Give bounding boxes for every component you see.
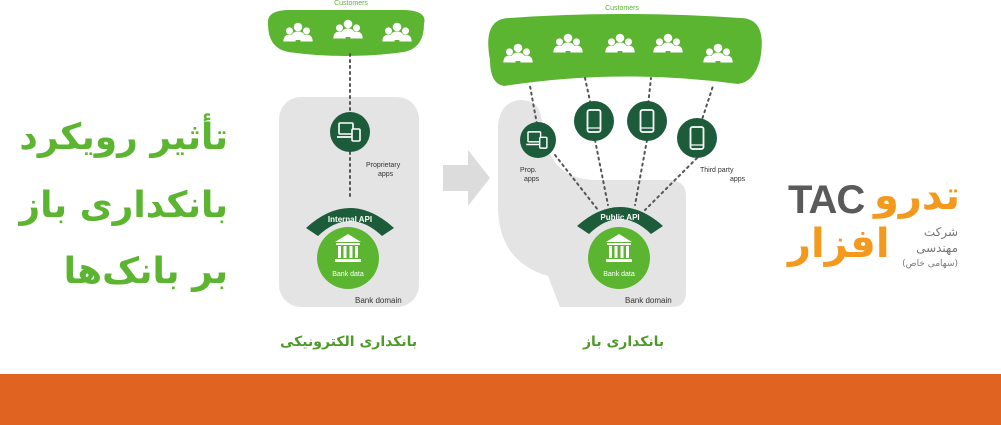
right-customers-label: Customers	[605, 5, 639, 12]
logo-persian-top: تدرو	[873, 173, 960, 219]
title-line-2: بانکداری باز	[19, 185, 228, 226]
title-line-1: تأثیر رویکرد	[19, 117, 228, 158]
prop-apps-label: Prop.	[520, 167, 537, 174]
logo-persian-bottom: افزار	[788, 221, 890, 267]
right-bank-data-label: Bank data	[603, 271, 635, 278]
prop-apps-label: apps	[524, 176, 540, 183]
proprietary-apps-label: apps	[378, 171, 394, 178]
logo-latin-text: TAC	[788, 178, 865, 222]
left-bank-domain-label: Bank domain	[355, 296, 402, 305]
electronic-banking-caption: بانکداری الکترونیکی	[280, 334, 418, 350]
left-bank-data-label: Bank data	[332, 271, 364, 278]
right-bank-data-node	[588, 227, 650, 289]
open-banking-caption: بانکداری باز	[583, 334, 665, 350]
logo-subtitle-2: مهندسی	[916, 241, 958, 255]
prop-apps-node	[520, 122, 556, 158]
phone-app-node	[627, 101, 667, 141]
tadro-afzar-logo: TAC تدرو افزار شرکت مهندسی (سهامی خاص)	[786, 173, 962, 276]
third-party-apps-label: apps	[730, 176, 746, 183]
proprietary-apps-label: Proprietary	[366, 162, 401, 169]
connection-line	[594, 139, 609, 206]
internal-api-label: Internal API	[328, 215, 372, 224]
connection-line	[634, 139, 648, 206]
left-customers-label: Customers	[334, 0, 368, 7]
logo-subtitle-1: شرکت	[923, 225, 958, 239]
right-bank-domain-label: Bank domain	[625, 296, 672, 305]
left-bank-data-node	[317, 227, 379, 289]
title-line-3: بر بانک‌ها	[63, 251, 228, 292]
right-arrow-icon	[443, 150, 490, 206]
logo-subtitle-3: (سهامی خاص)	[902, 259, 958, 269]
connection-line	[644, 157, 698, 211]
third-party-app-node	[677, 118, 717, 158]
internal-api-band	[306, 208, 394, 236]
public-api-band	[577, 207, 663, 234]
left-bank-domain-area	[279, 97, 419, 307]
public-api-label: Public API	[600, 213, 639, 222]
proprietary-apps-node	[330, 112, 370, 152]
third-party-apps-label: Third party	[700, 167, 734, 174]
phone-app-node	[574, 101, 614, 141]
bottom-orange-bar	[0, 374, 1001, 425]
connection-line	[554, 154, 599, 211]
